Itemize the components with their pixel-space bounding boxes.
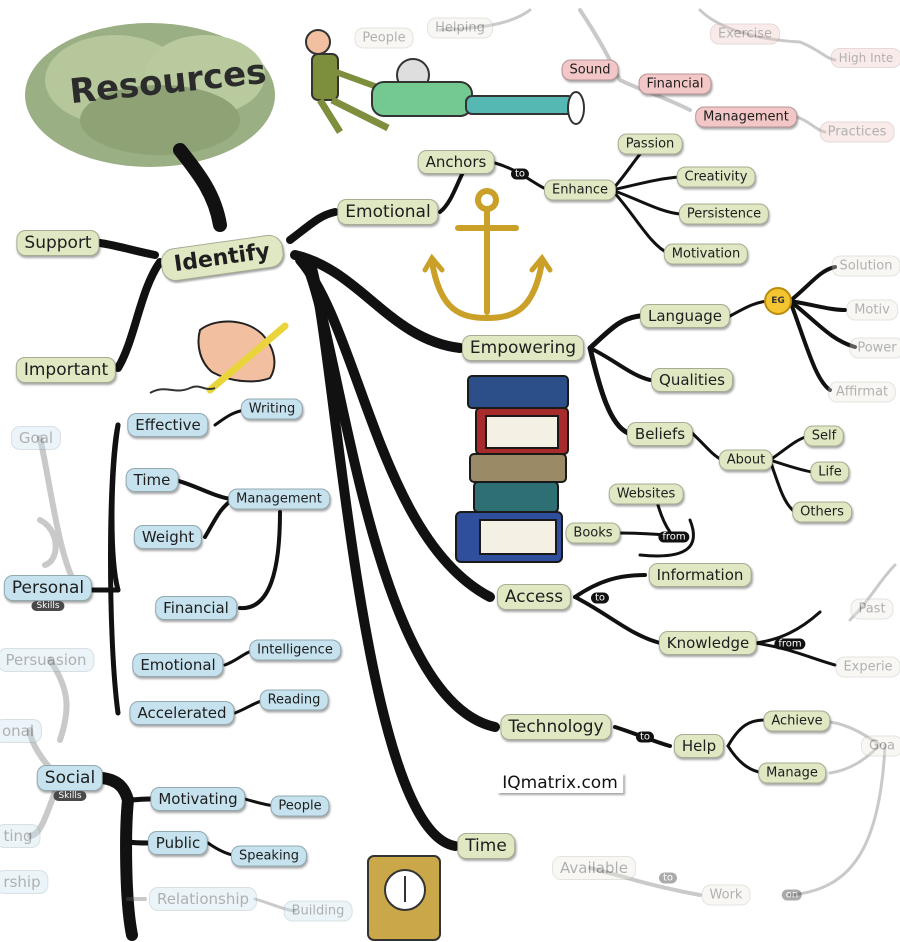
language-node[interactable]: Language <box>639 304 731 328</box>
books-node[interactable]: Books <box>565 522 621 544</box>
resources-cloud <box>25 23 275 167</box>
books-icon <box>455 375 569 563</box>
motivation-node[interactable]: Motivation <box>663 243 749 265</box>
connector-to: to <box>590 592 610 604</box>
connector-to: to <box>658 872 678 884</box>
personal-skills-tag: Skills <box>31 601 65 611</box>
connector-to: to <box>510 168 530 180</box>
connector-to: to <box>635 731 655 743</box>
connector-from: from <box>774 638 806 650</box>
available-node[interactable]: Available <box>552 856 636 880</box>
high-inte-node[interactable]: High Inte <box>830 48 900 68</box>
speaking-node[interactable]: Speaking <box>230 845 308 867</box>
empowering-node[interactable]: Empowering <box>461 335 585 361</box>
goa-node[interactable]: Goa <box>861 735 900 757</box>
work-node[interactable]: Work <box>701 884 751 906</box>
social-skills-tag: Skills <box>53 791 87 801</box>
creativity-node[interactable]: Creativity <box>676 166 756 188</box>
important-node[interactable]: Important <box>15 357 117 383</box>
information-node[interactable]: Information <box>648 563 752 587</box>
intelligence-node[interactable]: Intelligence <box>249 639 341 661</box>
management-top-node[interactable]: Management <box>695 106 797 128</box>
sound-node[interactable]: Sound <box>561 59 619 81</box>
anchors-node[interactable]: Anchors <box>417 150 495 174</box>
social-node[interactable]: Social <box>36 765 104 791</box>
affirmat-node[interactable]: Affirmat <box>827 381 897 403</box>
motiv-node[interactable]: Motiv <box>846 299 898 321</box>
rship-node[interactable]: rship <box>0 870 49 894</box>
past-node[interactable]: Past <box>850 598 894 620</box>
eg-badge: EG <box>764 287 792 315</box>
persistence-node[interactable]: Persistence <box>678 203 770 225</box>
time-skill-node[interactable]: Time <box>125 468 179 492</box>
building-node[interactable]: Building <box>283 900 353 922</box>
connector-on: on <box>781 889 803 901</box>
people-top-node[interactable]: People <box>354 27 414 49</box>
weight-node[interactable]: Weight <box>133 525 203 549</box>
about-node[interactable]: About <box>718 449 774 471</box>
knowledge-node[interactable]: Knowledge <box>658 631 758 655</box>
qualities-node[interactable]: Qualities <box>651 368 733 392</box>
accelerated-node[interactable]: Accelerated <box>129 701 235 725</box>
exercise-node[interactable]: Exercise <box>709 23 781 45</box>
helping-node[interactable]: Helping <box>427 17 493 39</box>
clock-icon <box>367 855 441 941</box>
self-node[interactable]: Self <box>803 425 845 447</box>
emotional-skill-node[interactable]: Emotional <box>132 653 224 677</box>
goal-node[interactable]: Goal <box>10 426 62 450</box>
passion-node[interactable]: Passion <box>617 133 683 155</box>
reading-node[interactable]: Reading <box>259 689 329 711</box>
practices-node[interactable]: Practices <box>819 121 895 143</box>
technology-node[interactable]: Technology <box>500 714 612 740</box>
help-node[interactable]: Help <box>673 734 725 758</box>
solution-node[interactable]: Solution <box>831 255 900 277</box>
support-node[interactable]: Support <box>16 230 100 256</box>
financial-top-node[interactable]: Financial <box>638 73 712 95</box>
life-node[interactable]: Life <box>810 461 850 483</box>
effective-node[interactable]: Effective <box>127 413 209 437</box>
financial-node[interactable]: Financial <box>155 596 237 620</box>
people-node[interactable]: People <box>270 795 330 817</box>
personal-node[interactable]: Personal <box>3 575 93 601</box>
experie-node[interactable]: Experie <box>835 656 900 678</box>
public-node[interactable]: Public <box>147 831 209 855</box>
access-node[interactable]: Access <box>496 584 572 610</box>
achieve-node[interactable]: Achieve <box>763 710 831 732</box>
relationship-node[interactable]: Relationship <box>148 887 258 911</box>
others-node[interactable]: Others <box>792 501 852 523</box>
motivating-node[interactable]: Motivating <box>150 787 246 811</box>
enhance-node[interactable]: Enhance <box>543 179 617 201</box>
beliefs-node[interactable]: Beliefs <box>626 422 694 446</box>
websites-node[interactable]: Websites <box>608 483 684 505</box>
watermark: IQmatrix.com <box>497 773 623 793</box>
onal-node[interactable]: onal <box>0 719 43 743</box>
anchor-icon <box>422 188 553 322</box>
writing-node[interactable]: Writing <box>240 398 304 420</box>
connector-from: from <box>658 531 690 543</box>
ting-node[interactable]: ting <box>0 824 41 848</box>
writing-hand-icon <box>149 320 289 394</box>
time-node[interactable]: Time <box>457 833 515 859</box>
manage-node[interactable]: Manage <box>758 762 826 784</box>
power-node[interactable]: Power <box>849 337 900 359</box>
management-node[interactable]: Management <box>228 488 330 510</box>
persuasion-node[interactable]: Persuasion <box>0 648 95 672</box>
emotional-node[interactable]: Emotional <box>337 199 439 225</box>
cartoon-dragging-illustration <box>305 29 585 134</box>
